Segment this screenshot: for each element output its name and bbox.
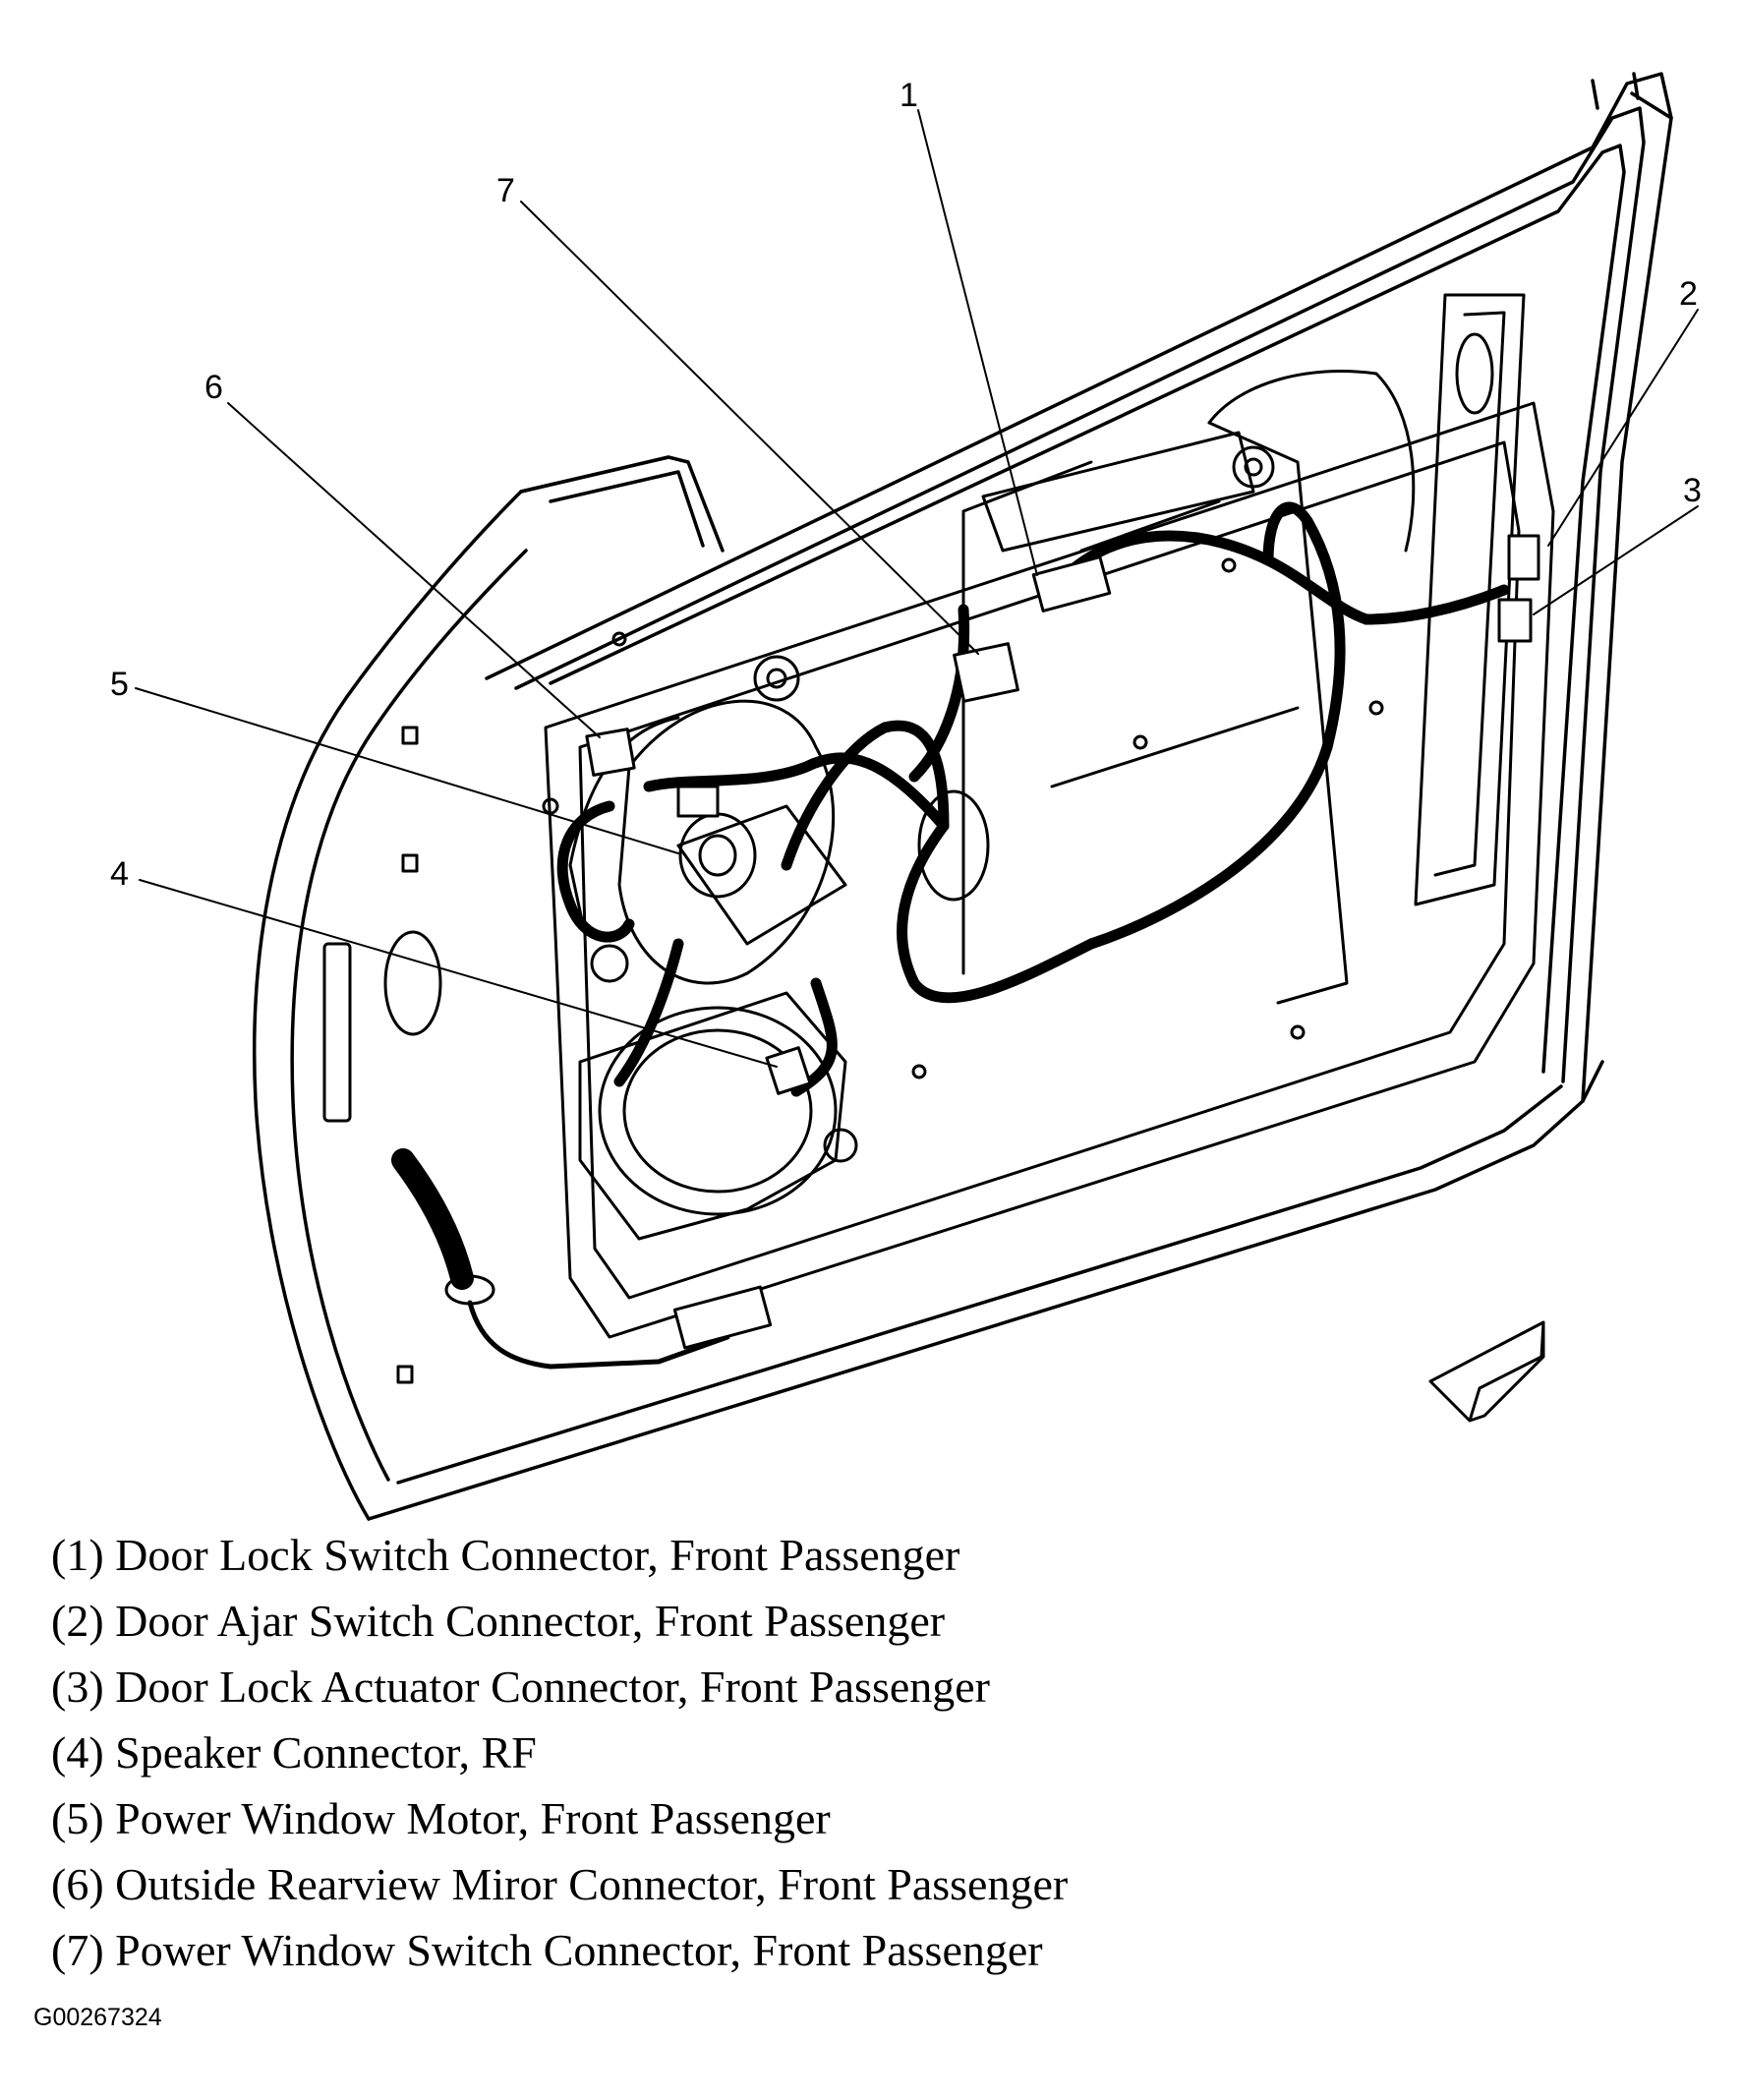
lower-harness <box>391 1148 730 1370</box>
legend-item-4: (4) Speaker Connector, RF <box>51 1727 537 1778</box>
wiring-harness <box>556 501 1510 1097</box>
legend-item-1: (1) Door Lock Switch Connector, Front Pa… <box>51 1530 960 1580</box>
legend-list: (1) Door Lock Switch Connector, Front Pa… <box>51 1522 1068 1983</box>
door-lock-switch-connector <box>1031 555 1112 612</box>
window-regulator <box>981 293 1526 1005</box>
callout-3: 3 <box>1683 472 1702 509</box>
legend-item-6: (6) Outside Rearview Miror Connector, Fr… <box>51 1859 1069 1909</box>
callout-1: 1 <box>900 77 918 114</box>
front-direction-arrow <box>1428 1320 1545 1423</box>
mirror-connector <box>585 728 636 777</box>
callout-5: 5 <box>110 666 129 703</box>
window-frame <box>485 72 1673 1103</box>
window-switch-connector <box>953 642 1019 703</box>
door-shell <box>253 455 1604 1521</box>
legend-item-5: (5) Power Window Motor, Front Passenger <box>51 1793 831 1843</box>
leader-lines <box>135 109 1699 1068</box>
door-wiring-diagram: 1 2 3 4 5 6 7 <box>110 72 1702 1521</box>
callout-7: 7 <box>496 172 515 209</box>
speaker-connector <box>765 1046 812 1095</box>
door-ajar-switch-connector <box>1507 534 1540 581</box>
callout-6: 6 <box>204 369 223 406</box>
legend-item-2: (2) Door Ajar Switch Connector, Front Pa… <box>51 1596 946 1646</box>
callout-2: 2 <box>1679 275 1698 313</box>
legend-item-3: (3) Door Lock Actuator Connector, Front … <box>51 1662 990 1712</box>
legend-item-7: (7) Power Window Switch Connector, Front… <box>51 1925 1043 1975</box>
speaker <box>578 944 858 1241</box>
figure-id: G00267324 <box>33 2004 162 2031</box>
callout-numbers: 1 2 3 4 5 6 7 <box>110 77 1702 893</box>
connectors <box>585 534 1540 1350</box>
callout-4: 4 <box>110 855 129 893</box>
door-lock-actuator-connector <box>1497 598 1533 643</box>
inner-panel <box>544 401 1555 1339</box>
fastener-holes <box>322 557 1384 1384</box>
